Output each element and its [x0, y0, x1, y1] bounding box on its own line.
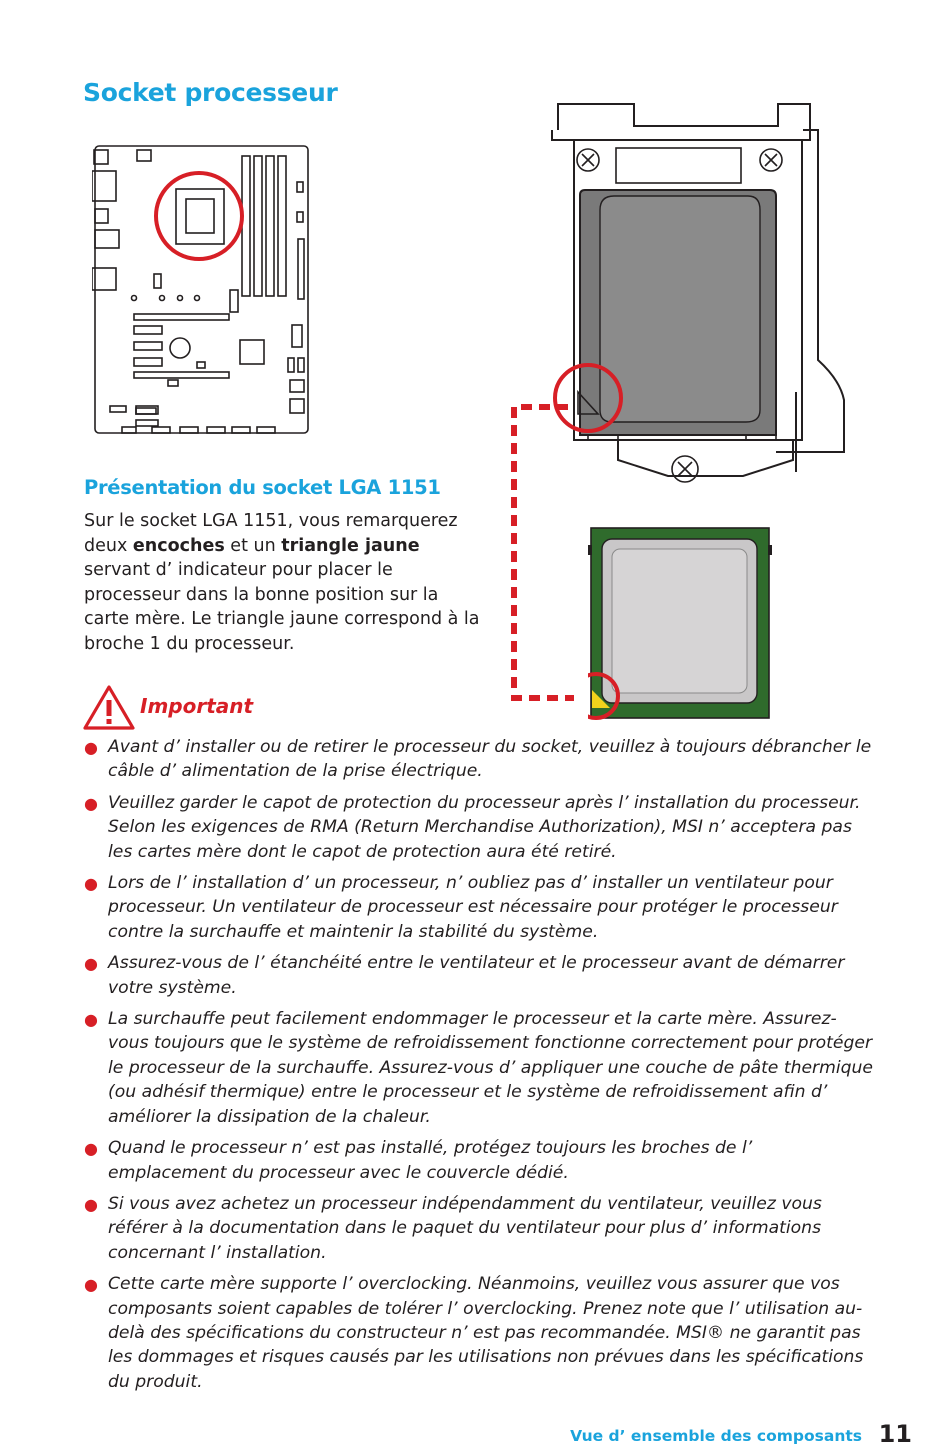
processor-diagram	[588, 527, 772, 720]
bullet-icon: ●	[84, 954, 98, 974]
page-number: 11	[878, 1420, 912, 1448]
motherboard-diagram	[92, 145, 309, 434]
list-item: ●Veuillez garder le capot de protection …	[84, 792, 861, 862]
list-item: ●Avant d’ installer ou de retirer le pro…	[84, 737, 872, 782]
notches-term: encoches	[132, 535, 225, 556]
list-item: ●Assurez-vous de l’ étanchéité entre le …	[84, 953, 845, 998]
bullet-icon: ●	[84, 874, 98, 894]
important-list: ●Avant d’ installer ou de retirer le pro…	[84, 735, 874, 1401]
footer-section-title: Vue d’ ensemble des composants	[570, 1427, 862, 1445]
bullet-icon: ●	[84, 1194, 98, 1214]
list-item: ●La surchauffe peut facilement endommage…	[84, 1009, 874, 1127]
list-item: ●Cette carte mère supporte l’ overclocki…	[84, 1274, 864, 1392]
list-item: ●Quand le processeur n’ est pas installé…	[84, 1138, 753, 1183]
important-label: Important	[140, 694, 254, 718]
socket-diagram	[551, 103, 845, 483]
warning-triangle-icon	[83, 685, 135, 730]
list-item: ●Lors de l’ installation d’ un processeu…	[84, 873, 838, 942]
page-title: Socket processeur	[83, 78, 338, 107]
indicator-connector	[511, 404, 574, 701]
list-item: ●Si vous avez achetez un processeur indé…	[84, 1193, 822, 1263]
bullet-icon: ●	[84, 1010, 98, 1030]
bullet-icon: ●	[84, 738, 98, 757]
section-subtitle: Présentation du socket LGA 1151	[84, 476, 441, 499]
intro-paragraph: Sur le socket LGA 1151, vous remarquerez…	[84, 511, 480, 654]
bullet-icon: ●	[84, 793, 98, 813]
yellow-triangle-term: triangle jaune	[281, 535, 420, 556]
bullet-icon: ●	[84, 1139, 98, 1159]
bullet-icon: ●	[84, 1275, 98, 1295]
